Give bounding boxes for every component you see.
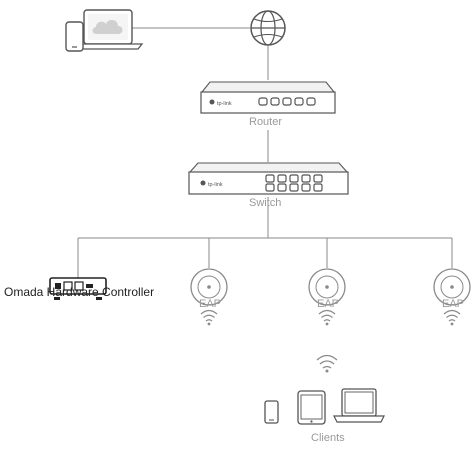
router-device: tp-link <box>200 81 336 114</box>
eap-device-3 <box>433 268 471 306</box>
switch-ports <box>265 174 323 192</box>
switch-device: tp-link <box>188 162 349 195</box>
wifi-icon <box>200 309 218 326</box>
switch-brand-text: tp-link <box>208 182 223 188</box>
switch-logo-icon <box>200 180 206 186</box>
clients-label: Clients <box>311 432 345 444</box>
router-label: Router <box>249 116 283 128</box>
internet-globe-icon <box>250 10 286 46</box>
eap-device-2 <box>308 268 346 306</box>
eap-label-3: EAP <box>442 298 465 310</box>
smartphone-icon <box>65 21 84 52</box>
router-brand-text: tp-link <box>217 101 232 107</box>
client-tablet-icon <box>297 390 326 425</box>
eap-device-1 <box>190 268 228 306</box>
wifi-icon <box>318 309 336 326</box>
connection-lines <box>77 27 453 278</box>
omada-controller-device <box>49 277 107 300</box>
router-logo-icon <box>209 99 215 105</box>
wifi-icon <box>443 309 461 326</box>
cloud-icon <box>92 20 123 34</box>
controller-label: Omada Hardware Controller <box>4 285 155 299</box>
wifi-icon <box>316 354 338 373</box>
client-laptop-icon <box>333 388 385 423</box>
eap-label-1: EAP <box>199 298 222 310</box>
eap-label-2: EAP <box>317 298 340 310</box>
switch-label: Switch <box>249 197 282 209</box>
client-phone-icon <box>264 400 279 424</box>
